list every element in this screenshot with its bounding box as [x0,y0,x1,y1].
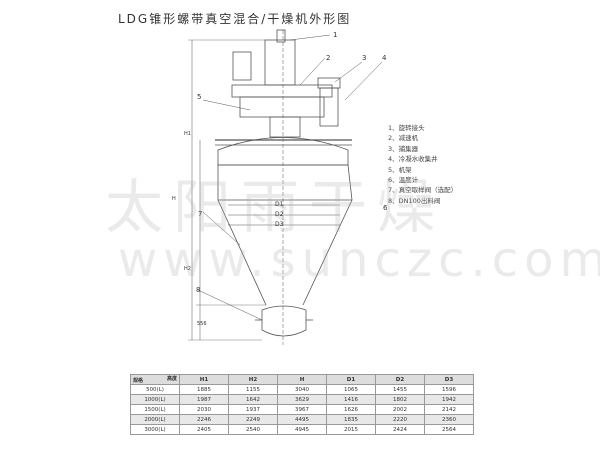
table-cell: 1500(L) [130,404,180,415]
table-cell: 1835 [326,414,376,425]
table-cell: 500(L) [130,384,180,395]
legend-item: 3、捕集器 [388,144,419,153]
table-cell: 1155 [228,384,278,395]
dim-556: 556 [197,321,207,327]
table-cell: 1455 [375,384,425,395]
callout-2: 2 [326,54,330,62]
table-cell: 2405 [179,424,229,435]
table-cell: 1987 [179,394,229,405]
dim-h: H [172,196,176,202]
table-cell: 3629 [277,394,327,405]
frame-top [231,84,333,98]
table-cell: 1942 [424,394,474,405]
table-cell: 1802 [375,394,425,405]
col-h2: H2 [228,374,278,385]
cylinder [217,164,353,201]
table-cell: 2360 [424,414,474,425]
callout-8: 8 [196,286,200,294]
table-cell: 2540 [228,424,278,435]
table-cell: 2424 [375,424,425,435]
machine-outline-drawing: 1 2 3 4 5 6 7 8 H1 H H2 556 D1 D2 D3 [172,29,388,345]
table-cell: 3000(L) [130,424,180,435]
callout-5: 5 [197,93,201,101]
corner-header: 高度规格 [130,374,180,385]
legend-item: 7、真空取样阀（选配） [388,186,458,195]
legend-item: 5、机架 [388,165,412,174]
table-cell: 4945 [277,424,327,435]
col-d3: D3 [424,374,474,385]
table-cell: 2564 [424,424,474,435]
table-header-row: 高度规格 H1 H2 H D1 D2 D3 [130,374,474,385]
cone [217,199,353,306]
table-cell: 2249 [228,414,278,425]
dim-d2: D2 [275,211,284,218]
table-cell: 2220 [375,414,425,425]
table-cell: 2015 [326,424,376,435]
table-cell: 2000(L) [130,414,180,425]
col-h1: H1 [179,374,229,385]
callout-7: 7 [198,210,202,218]
col-h: H [277,374,327,385]
table-cell: 1885 [179,384,229,395]
table-cell: 1642 [228,394,278,405]
table-cell: 1065 [326,384,376,395]
dim-d3: D3 [275,221,284,228]
table-cell: 2002 [375,404,425,415]
legend-item: 6、温度计 [388,176,419,185]
col-d2: D2 [375,374,425,385]
table-cell: 4495 [277,414,327,425]
table-cell: 2246 [179,414,229,425]
dim-h2: H2 [184,266,191,272]
table-cell: 1596 [424,384,474,395]
table-cell: 3967 [277,404,327,415]
table-cell: 1416 [326,394,376,405]
dim-h1: H1 [184,131,191,137]
legend-item: 1、旋转接头 [388,124,425,132]
legend-item: 8、DN100出料阀 [388,196,441,205]
table-cell: 2030 [179,404,229,415]
callout-6: 6 [383,204,388,212]
table-cell: 2142 [424,404,474,415]
collector [319,87,339,127]
rotary-joint [276,29,286,43]
callout-3: 3 [362,54,366,62]
motor [232,51,252,81]
table-cell: 3040 [277,384,327,395]
callout-4: 4 [382,54,387,62]
table-cell: 1626 [326,404,376,415]
drawing-title: LDG锥形螺带真空混合/干燥机外形图 [118,12,352,26]
parts-legend: 1、旋转接头 2、减速机 3、捕集器 4、冷凝水收集井 5、机架 6、温度计 7… [388,123,457,206]
legend-item: 2、减速机 [388,134,419,143]
discharge-valve [261,305,307,337]
table-cell: 1937 [228,404,278,415]
top-dome [217,137,349,166]
reducer [264,39,296,86]
dim-d1: D1 [275,201,284,208]
callout-1: 1 [333,31,337,39]
table-cell: 1000(L) [130,394,180,405]
col-d1: D1 [326,374,376,385]
legend-item: 4、冷凝水收集井 [388,155,438,164]
